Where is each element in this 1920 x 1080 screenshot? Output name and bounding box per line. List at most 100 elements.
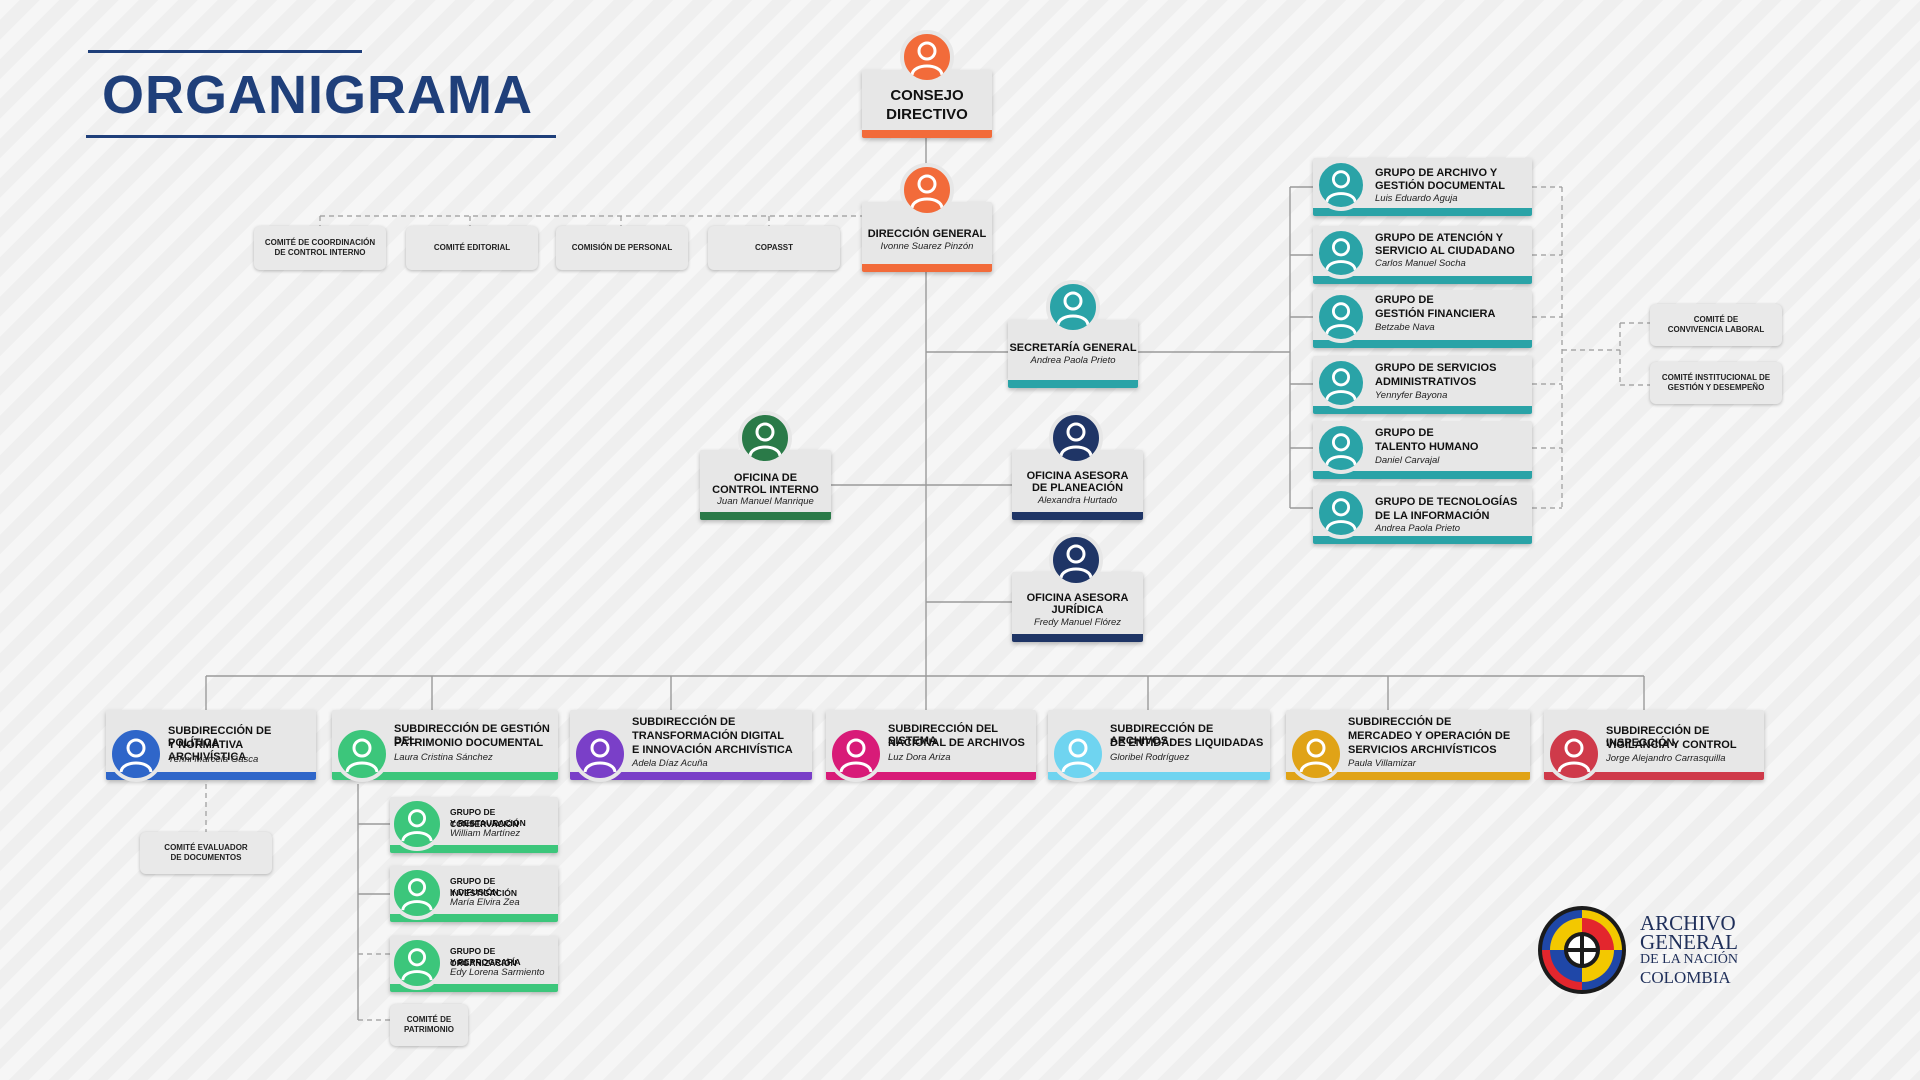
node-label: VIGILANCIA Y CONTROL: [1606, 739, 1737, 751]
node-color-strip: [1313, 276, 1532, 284]
comite-label: DE CONTROL INTERNO: [274, 248, 366, 257]
node-label: GRUPO DE SERVICIOS: [1375, 362, 1497, 374]
user-avatar-icon: [390, 936, 444, 990]
user-avatar-icon: [390, 866, 444, 920]
node-color-strip: [1313, 471, 1532, 479]
comite-label: COMITÉ INSTITUCIONAL DE: [1661, 373, 1771, 382]
node-oficina-control-interno[interactable]: OFICINA DE CONTROL INTERNO Juan Manuel M…: [700, 450, 831, 520]
comite-label: CONVIVENCIA LABORAL: [1667, 325, 1765, 334]
node-label: SUBDIRECCIÓN DEL SISTEMA: [888, 723, 998, 747]
user-avatar-icon: [1049, 533, 1103, 587]
node-label: CONTROL INTERNO: [712, 484, 819, 496]
comision-de-personal[interactable]: COMISIÓN DE PERSONAL: [556, 226, 688, 270]
node-color-strip: [1313, 340, 1532, 348]
node-label: Y REPROGRAFÍA: [450, 957, 521, 967]
comite-copasst[interactable]: COPASST: [708, 226, 840, 270]
node-color-strip: [1286, 772, 1530, 780]
node-label: JURÍDICA: [1051, 604, 1104, 616]
node-label: GRUPO DE ORGANIZACIÓN: [450, 946, 517, 968]
node-label: DE LA INFORMACIÓN: [1375, 510, 1490, 522]
node-person-name: Carlos Manuel Socha: [1375, 258, 1466, 269]
node-person-name: Fredy Manuel Flórez: [1033, 617, 1122, 628]
node-label: E INNOVACIÓN ARCHIVÍSTICA: [632, 744, 793, 756]
node-label: DE ENTIDADES LIQUIDADAS: [1110, 737, 1264, 749]
node-label: SUBDIRECCIÓN DE: [1348, 716, 1452, 728]
user-avatar-icon: [1046, 280, 1100, 334]
comite-label: COPASST: [754, 243, 794, 252]
user-avatar-icon: [1315, 422, 1367, 474]
node-color-strip: [1048, 772, 1270, 780]
node-person-name: Betzabe Nava: [1375, 322, 1435, 333]
title-top-rule: [88, 50, 362, 53]
node-label: SERVICIO AL CIUDADANO: [1375, 245, 1515, 257]
node-label: Y NORMATIVA ARCHIVÍSTICA: [168, 739, 247, 763]
node-label: SUBDIRECCIÓN DE ARCHIVOS: [1110, 723, 1214, 747]
node-color-strip: [1313, 536, 1532, 544]
node-color-strip: [700, 512, 831, 520]
node-label: Y DIFUSIÓN: [450, 887, 499, 897]
node-person-name: William Martínez: [450, 828, 521, 839]
archivo-general-logo-icon: [1538, 906, 1626, 994]
node-label: GRUPO DE ATENCIÓN Y: [1375, 232, 1504, 244]
node-color-strip: [1012, 634, 1143, 642]
node-person-name: Alexandra Hurtado: [1037, 495, 1118, 506]
node-color-strip: [1544, 772, 1764, 780]
node-label: TALENTO HUMANO: [1375, 441, 1479, 453]
page-title-block: ORGANIGRAMA: [86, 50, 556, 138]
node-person-name: Juan Manuel Manrique: [717, 496, 814, 507]
user-avatar-icon: [738, 411, 792, 465]
node-label: GESTIÓN FINANCIERA: [1375, 308, 1496, 320]
node-person-name: Paula Villamizar: [1348, 758, 1416, 769]
title-bottom-rule: [86, 135, 556, 138]
node-color-strip: [570, 772, 812, 780]
node-person-name: Adela Díaz Acuña: [632, 758, 708, 769]
node-label: SECRETARÍA GENERAL: [1009, 342, 1137, 354]
node-label: OFICINA ASESORA: [1026, 592, 1129, 604]
user-avatar-icon: [900, 30, 954, 84]
comite-label: COMITÉ EDITORIAL: [433, 243, 511, 252]
comite-label: COMITÉ DE: [1693, 315, 1739, 324]
node-color-strip: [862, 264, 992, 272]
comite-editorial[interactable]: COMITÉ EDITORIAL: [406, 226, 538, 270]
node-person-name: Yenni Marcela Gasca: [168, 754, 259, 765]
node-color-strip: [1012, 512, 1143, 520]
user-avatar-icon: [900, 163, 954, 217]
user-avatar-icon: [108, 726, 164, 782]
user-avatar-icon: [1315, 357, 1367, 409]
node-color-strip: [862, 130, 992, 138]
node-color-strip: [390, 914, 558, 922]
node-label: OFICINA ASESORA: [1026, 470, 1129, 482]
node-label: SUBDIRECCIÓN DE: [632, 716, 736, 728]
node-label: SERVICIOS ARCHIVÍSTICOS: [1348, 744, 1497, 756]
comite-label: GESTIÓN Y DESEMPEÑO: [1667, 383, 1765, 392]
comite-label: COMISIÓN DE PERSONAL: [571, 243, 673, 252]
node-person-name: Laura Cristina Sánchez: [394, 752, 493, 763]
node-person-name: Yennyfer Bayona: [1375, 390, 1448, 401]
node-label: GRUPO DE INVESTIGACIÓN: [450, 876, 518, 898]
node-label: GRUPO DE TECNOLOGÍAS: [1375, 496, 1518, 508]
node-color-strip: [390, 984, 558, 992]
node-label: DIRECTIVO: [886, 106, 968, 123]
logo-line: ARCHIVO: [1640, 911, 1736, 935]
logo-line: GENERAL: [1640, 930, 1738, 954]
node-oficina-asesora-planeacion[interactable]: OFICINA ASESORA DE PLANEACIÓN Alexandra …: [1012, 450, 1143, 520]
user-avatar-icon: [1315, 291, 1367, 343]
node-person-name: Andrea Paola Prieto: [1030, 355, 1116, 366]
comite-label: PATRIMONIO: [404, 1025, 454, 1034]
user-avatar-icon: [1050, 726, 1106, 782]
user-avatar-icon: [1546, 726, 1602, 782]
node-color-strip: [106, 772, 316, 780]
node-label: ADMINISTRATIVOS: [1375, 376, 1477, 388]
user-avatar-icon: [1315, 487, 1367, 539]
node-person-name: Andrea Paola Prieto: [1375, 523, 1461, 534]
node-label: GRUPO DE ARCHIVO Y: [1375, 167, 1498, 179]
user-avatar-icon: [1315, 227, 1367, 279]
node-label: SUBDIRECCIÓN DE GESTIÓN DEL: [394, 723, 550, 747]
node-label: CONSEJO: [890, 87, 964, 104]
node-label: SUBDIRECCIÓN DE POLÍTICA: [168, 725, 272, 749]
